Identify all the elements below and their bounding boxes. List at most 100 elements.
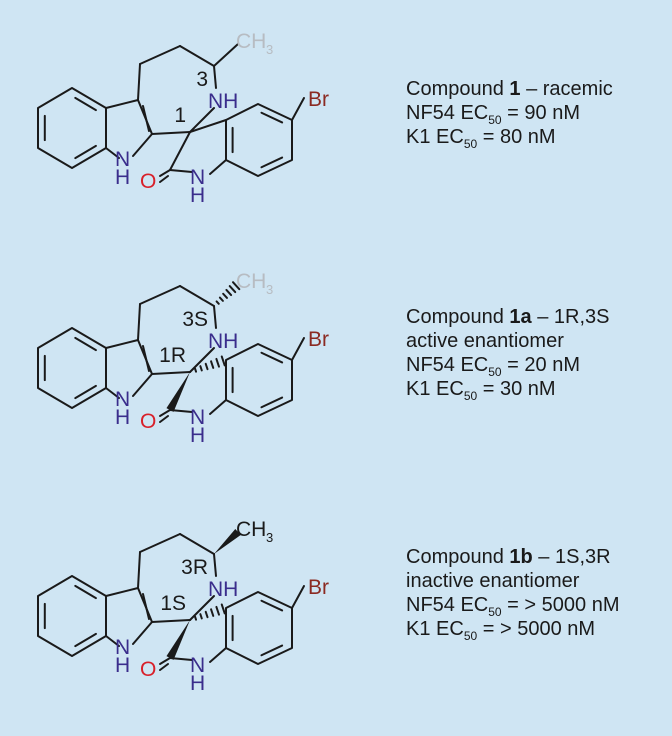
- azepane-bond: [139, 533, 181, 553]
- hash-segment: [199, 365, 203, 372]
- oxindole-benzene-ring: [225, 591, 293, 665]
- hash-segment: [225, 288, 233, 297]
- indole-bond: [105, 339, 139, 349]
- methyl-label: CH: [236, 518, 266, 541]
- hash-segment: [228, 285, 237, 294]
- azepane-bond: [189, 595, 215, 621]
- carbonyl-bond: [159, 169, 171, 177]
- methyl-hash-bond: [215, 281, 241, 305]
- hash-segment: [220, 603, 226, 615]
- oxygen-label: O: [140, 658, 156, 681]
- methyl-subscript: 3: [266, 282, 273, 297]
- stereocentre-c1-label: 1: [174, 104, 186, 127]
- compound-number: 1b: [509, 546, 533, 568]
- indole-h-label: H: [115, 654, 130, 677]
- indole-n-label: N: [115, 388, 130, 411]
- aromatic-double-bond: [260, 644, 284, 657]
- carbonyl-double-bond: [159, 415, 169, 423]
- hash-segment: [218, 296, 224, 302]
- indole-h-label: H: [115, 166, 130, 189]
- nf54-activity: NF54 EC50 = 20 nM: [406, 354, 580, 379]
- azepane-bond: [137, 63, 141, 101]
- indole-benzene-ring: [37, 327, 107, 409]
- hash-segment: [215, 300, 220, 305]
- spiro-wedge-bond: [166, 372, 190, 412]
- carbonyl-double-bond: [159, 663, 169, 671]
- carbonyl-bond: [159, 409, 171, 417]
- lactam-bond: [209, 399, 227, 415]
- methyl-subscript: 3: [266, 530, 273, 545]
- hash-segment: [210, 360, 215, 369]
- indole-double-bond: [142, 105, 150, 132]
- hash-segment: [204, 362, 209, 371]
- stereocentre-c1-label: 1R: [159, 344, 186, 367]
- indole-h-label: H: [115, 406, 130, 429]
- compound-title: Compound 1 – racemic: [406, 78, 613, 100]
- indole-n-label: N: [115, 148, 130, 171]
- indole-double-bond: [142, 345, 150, 372]
- oxindole-h-label: H: [190, 184, 205, 207]
- indole-benzene-ring: [37, 87, 107, 169]
- hash-segment: [194, 367, 198, 373]
- spiro-bond: [189, 119, 227, 133]
- azepane-bond: [139, 45, 181, 65]
- bromine-bond: [291, 97, 305, 121]
- amine-nh-label: NH: [208, 90, 238, 113]
- aromatic-double-bond: [260, 351, 284, 364]
- bromine-bond: [291, 337, 305, 361]
- azepane-bond: [189, 107, 215, 133]
- stereocentre-c1-label: 1S: [160, 592, 186, 615]
- hash-segment: [210, 608, 215, 617]
- indole-benzene-ring: [37, 575, 107, 657]
- methyl-subscript: 3: [266, 42, 273, 57]
- aromatic-double-bond: [74, 584, 97, 600]
- aromatic-double-bond: [260, 111, 284, 124]
- indole-bond: [105, 99, 139, 109]
- oxindole-benzene-ring: [225, 103, 293, 177]
- indole-bond: [132, 621, 153, 645]
- lactam-bond: [209, 647, 227, 663]
- aromatic-double-bond: [260, 599, 284, 612]
- methyl-label: CH: [236, 30, 266, 53]
- azepane-bond: [151, 619, 191, 623]
- aromatic-double-bond: [74, 384, 97, 400]
- nf54-activity: NF54 EC50 = 90 nM: [406, 102, 580, 127]
- hash-segment: [194, 615, 198, 621]
- indole-bond: [132, 373, 153, 397]
- hash-segment: [215, 605, 220, 616]
- bromine-label: Br: [308, 576, 329, 599]
- k1-activity: K1 EC50 = 30 nM: [406, 378, 556, 403]
- hash-segment: [231, 281, 241, 291]
- lactam-bond: [169, 657, 193, 661]
- azepane-bond: [213, 65, 217, 89]
- compound-number: 1a: [509, 306, 532, 328]
- compound-title: Compound 1a – 1R,3S: [406, 306, 610, 328]
- compound-info-1b: Compound 1b – 1S,3R inactive enantiomer …: [406, 545, 620, 642]
- hash-segment: [204, 610, 209, 619]
- oxygen-label: O: [140, 170, 156, 193]
- nf54-activity: NF54 EC50 = > 5000 nM: [406, 594, 620, 619]
- k1-activity: K1 EC50 = 80 nM: [406, 126, 556, 151]
- azepane-bond: [137, 551, 141, 589]
- methyl-label: CH: [236, 270, 266, 293]
- indole-bond: [105, 387, 120, 399]
- hash-segment: [220, 355, 226, 367]
- amine-nh-label: NH: [208, 578, 238, 601]
- aromatic-double-bond: [74, 632, 97, 648]
- indole-bond: [105, 635, 120, 647]
- indole-bond: [105, 587, 139, 597]
- spiro-bond: [169, 131, 191, 171]
- indole-bond: [105, 147, 120, 159]
- activity-note: active enantiomer: [406, 330, 564, 352]
- azepane-bond: [213, 305, 217, 329]
- stereocentre-c3-label: 3R: [181, 556, 208, 579]
- indole-bond: [132, 133, 153, 157]
- azepane-bond: [137, 303, 141, 341]
- oxindole-n-label: N: [190, 654, 205, 677]
- indole-n-label: N: [115, 636, 130, 659]
- azepane-bond: [179, 45, 215, 67]
- azepane-bond: [151, 371, 191, 375]
- aromatic-double-bond: [260, 396, 284, 409]
- oxindole-h-label: H: [190, 424, 205, 447]
